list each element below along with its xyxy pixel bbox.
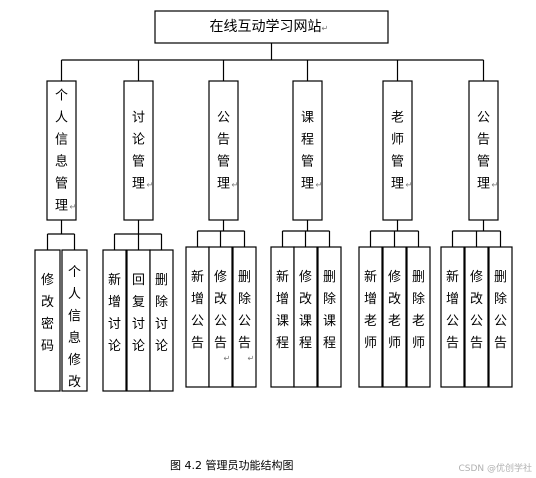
function-box (61, 249, 88, 392)
function-box (149, 249, 174, 392)
function-label: 新增讨论 (108, 272, 121, 354)
module-label: 公告管理 (217, 110, 230, 191)
module-box (382, 80, 413, 221)
module-label: 讨论管理 (132, 110, 145, 191)
module-label: 个人信息管理 (55, 88, 68, 213)
module-box (292, 80, 323, 221)
function-box (382, 246, 407, 388)
function-label: 修改老师 (388, 270, 401, 351)
return-mark: ↵ (70, 203, 77, 212)
function-box (464, 246, 489, 388)
root-node-label: 在线互动学习网站 (210, 19, 322, 35)
function-box (488, 246, 513, 388)
return-mark: ↵ (232, 181, 239, 190)
function-label: 新增课程 (276, 269, 289, 351)
function-box (406, 246, 431, 388)
module-box (468, 80, 499, 221)
function-box (293, 246, 318, 388)
function-label: 修改公告 (214, 270, 227, 351)
function-label: 删除公告 (494, 270, 507, 351)
function-label: 新增公告 (191, 269, 204, 351)
return-mark: ↵ (147, 181, 154, 190)
module-box (123, 80, 154, 221)
figure-caption: 图 4.2 管理员功能结构图 (170, 459, 294, 472)
return-mark: ↵ (492, 181, 499, 190)
function-label: 修改课程 (299, 270, 312, 351)
return-mark: ↵ (224, 354, 231, 363)
function-box (232, 246, 257, 388)
return-mark: ↵ (322, 24, 329, 33)
function-label: 修改密码 (41, 273, 54, 354)
watermark: CSDN @优创学社 (458, 464, 532, 474)
function-box (317, 246, 342, 388)
function-label: 删除讨论 (155, 273, 168, 354)
function-label: 修改公告 (470, 270, 483, 351)
module-box (208, 80, 239, 221)
function-label: 删除老师 (412, 270, 425, 351)
root-node-box (154, 10, 389, 44)
function-box (440, 246, 465, 388)
function-box (102, 249, 127, 392)
function-label: 删除课程 (323, 270, 336, 351)
function-label: 新增公告 (446, 269, 459, 351)
return-mark: ↵ (316, 181, 323, 190)
module-label: 老师管理 (391, 110, 404, 191)
function-box (208, 246, 233, 388)
module-box (46, 80, 77, 221)
module-label: 课程管理 (301, 110, 314, 191)
function-label: 个人信息修改 (68, 265, 81, 390)
module-label: 公告管理 (477, 110, 490, 191)
function-label: 删除公告 (238, 270, 251, 351)
return-mark: ↵ (406, 181, 413, 190)
function-box (358, 246, 383, 388)
return-mark: ↵ (248, 354, 255, 363)
function-label: 回复讨论 (132, 273, 145, 354)
function-label: 新增老师 (364, 269, 377, 351)
function-box (34, 249, 61, 392)
